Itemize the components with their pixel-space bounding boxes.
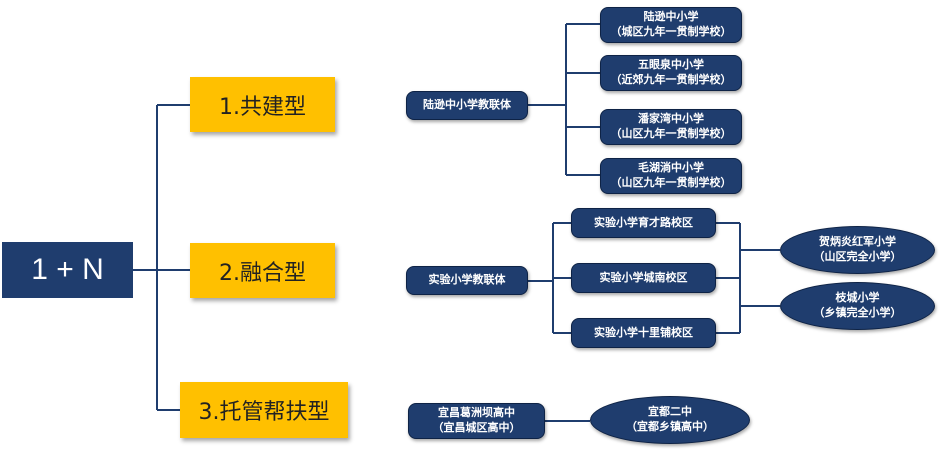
category-integration: 2.融合型: [190, 243, 335, 298]
category-label: 1.共建型: [219, 94, 306, 120]
school-name: 毛湖淌中小学: [638, 161, 704, 175]
member-school-3: 潘家湾中小学 （山区九年一贯制学校）: [600, 109, 742, 145]
root-label: 1 + N: [31, 253, 104, 286]
category-label: 2.融合型: [219, 260, 306, 286]
campus-yucai-road: 实验小学育才路校区: [571, 208, 716, 238]
alliance-experimental: 实验小学教联体: [406, 266, 528, 295]
campus-shilipu: 实验小学十里铺校区: [571, 318, 716, 348]
alliance-luxun: 陆逊中小学教联体: [406, 91, 528, 120]
partner-school-zhicheng: 枝城小学 （乡镇完全小学）: [780, 282, 935, 330]
school-name: 宜都二中: [648, 405, 692, 419]
member-school-1: 陆逊中小学 （城区九年一贯制学校）: [600, 7, 742, 43]
school-type: （乡镇完全小学）: [813, 306, 902, 319]
school-name: 宜昌葛洲坝高中: [438, 406, 515, 420]
campus-chengnan: 实验小学城南校区: [571, 263, 716, 293]
school-type: （城区九年一贯制学校）: [610, 25, 732, 38]
campus-name: 实验小学城南校区: [599, 270, 688, 284]
partner-school-hebingyan: 贺炳炎红军小学 （山区完全小学）: [780, 226, 935, 274]
school-type: （山区完全小学）: [813, 250, 902, 263]
campus-name: 实验小学育才路校区: [594, 215, 693, 229]
school-type: （山区九年一贯制学校）: [610, 127, 732, 140]
campus-name: 实验小学十里铺校区: [594, 325, 693, 339]
school-type: （山区九年一贯制学校）: [610, 176, 732, 189]
member-school-4: 毛湖淌中小学 （山区九年一贯制学校）: [600, 158, 742, 194]
school-type: （宜昌城区高中）: [432, 421, 521, 434]
school-type: （近郊九年一贯制学校）: [610, 73, 732, 86]
member-school-2: 五眼泉中小学 （近郊九年一贯制学校）: [600, 55, 742, 91]
school-type: （宜都乡镇高中）: [626, 420, 714, 433]
category-label: 3.托管帮扶型: [198, 400, 330, 425]
alliance-label: 实验小学教联体: [428, 273, 506, 287]
root-node: 1 + N: [2, 242, 133, 298]
school-name: 枝城小学: [835, 291, 880, 305]
school-name: 陆逊中小学: [643, 10, 699, 24]
partner-school-yidu-no2: 宜都二中 （宜都乡镇高中）: [590, 396, 750, 444]
alliance-label: 陆逊中小学教联体: [423, 98, 511, 112]
school-name: 潘家湾中小学: [638, 112, 704, 126]
category-co-build: 1.共建型: [190, 77, 335, 132]
category-trusteeship: 3.托管帮扶型: [180, 382, 348, 438]
lead-school-gezhouba: 宜昌葛洲坝高中 （宜昌城区高中）: [408, 403, 545, 439]
school-name: 贺炳炎红军小学: [819, 235, 896, 249]
school-name: 五眼泉中小学: [638, 58, 704, 72]
